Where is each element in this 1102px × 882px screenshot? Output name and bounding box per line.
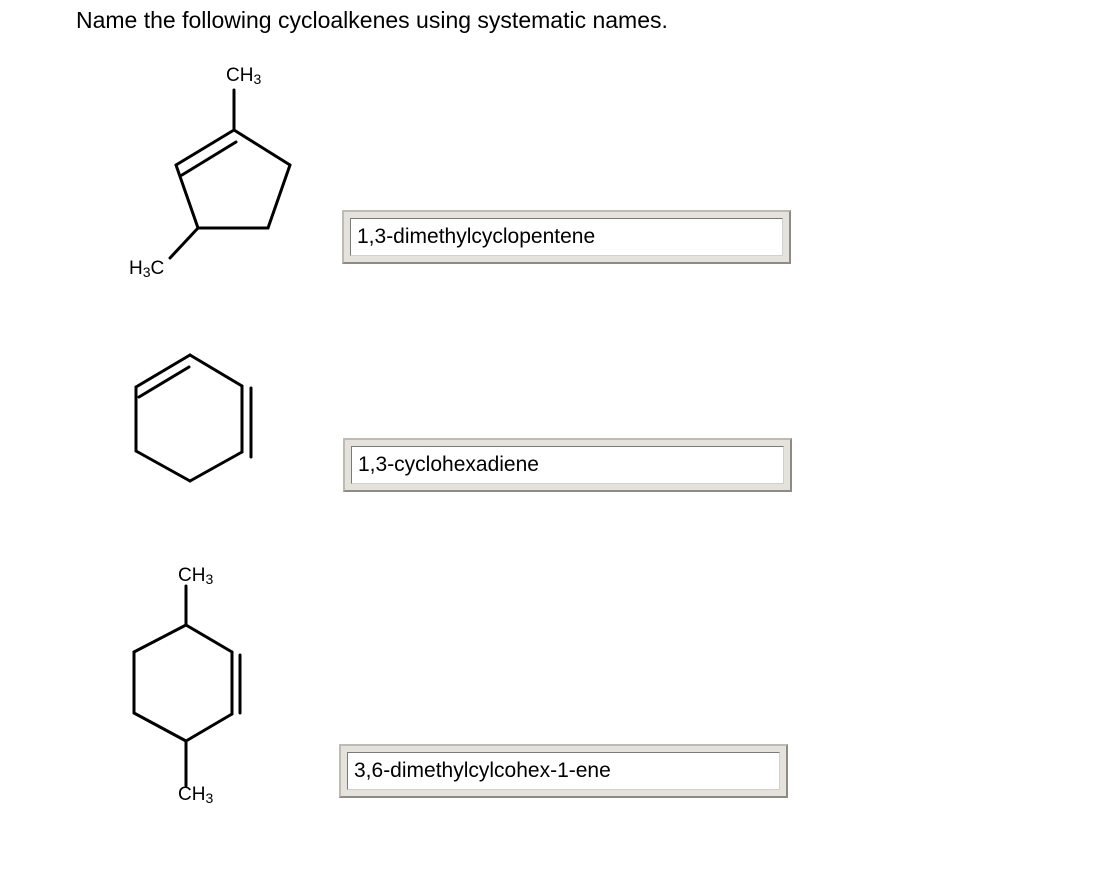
methyl-label-top: CH3 xyxy=(226,65,262,87)
question-prompt: Name the following cycloalkenes using sy… xyxy=(76,7,668,33)
methyl-label-top-2: CH3 xyxy=(178,565,214,587)
answer-input-2[interactable] xyxy=(351,446,784,484)
cyclohexadiene-structure xyxy=(134,353,253,483)
dimethylcyclohexene-structure xyxy=(132,584,242,788)
cyclopentene-structure xyxy=(168,88,292,260)
answer-input-1[interactable] xyxy=(350,218,783,256)
answer-box-frame-1 xyxy=(342,210,791,264)
methyl-label-bottom: CH3 xyxy=(178,784,214,806)
answer-input-3[interactable] xyxy=(347,752,780,790)
answer-box-frame-2 xyxy=(343,438,792,492)
answer-box-frame-3 xyxy=(339,744,788,798)
methyl-label-left: H3C xyxy=(129,258,165,280)
